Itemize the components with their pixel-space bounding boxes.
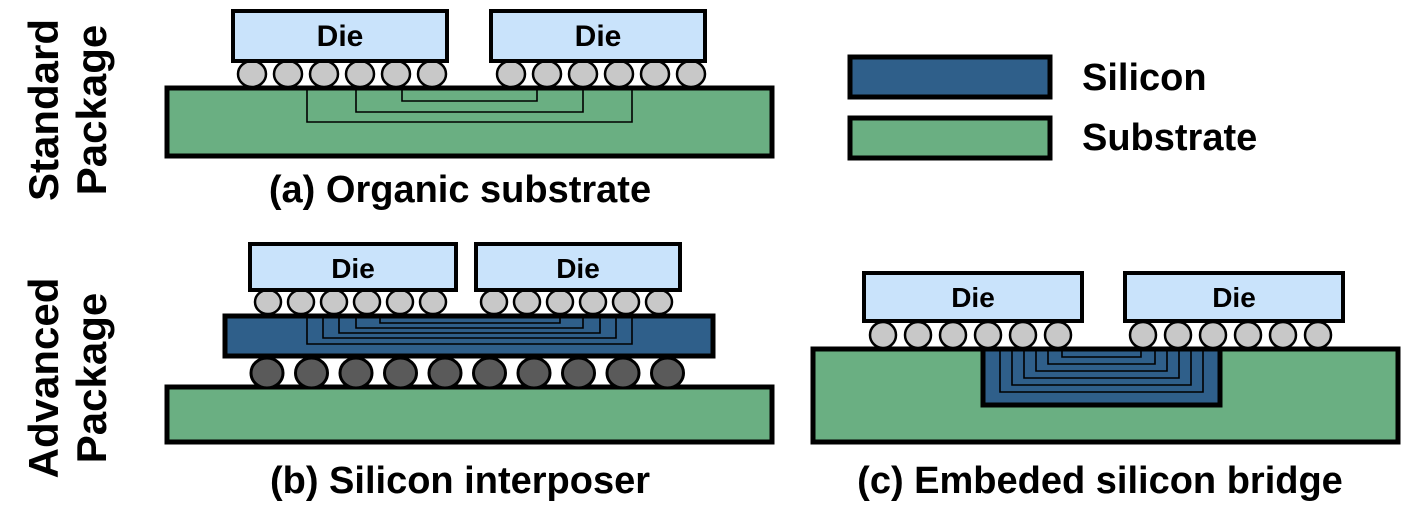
die-a-left-label: Die <box>317 20 364 53</box>
substrate-b <box>164 384 775 445</box>
c4-bump <box>561 356 596 390</box>
legend-silicon-swatch <box>847 54 1053 100</box>
caption-c: (c) Embeded silicon bridge <box>857 460 1343 502</box>
microbumps-a <box>236 59 707 89</box>
microbump <box>479 288 509 316</box>
row-label-standard-line1: Standard <box>20 19 67 201</box>
diagram-silicon-interposer: Die Die (b) Silicon interposer <box>164 242 775 502</box>
wire-b-5 <box>379 316 561 324</box>
die-b-left-label: Die <box>331 253 375 284</box>
wire-c-1 <box>999 349 1204 393</box>
wire-b-1 <box>306 316 633 345</box>
microbump <box>253 288 283 316</box>
microbump <box>352 288 382 316</box>
microbump <box>416 59 448 89</box>
substrate-a <box>164 85 775 159</box>
microbump <box>545 288 575 316</box>
die-b-right <box>474 242 682 292</box>
die-c-right-label: Die <box>1212 282 1256 313</box>
microbump <box>385 288 415 316</box>
microbump <box>603 59 635 89</box>
microbump <box>1198 320 1228 350</box>
microbump <box>1008 320 1038 350</box>
row-label-advanced-line2: Package <box>68 293 115 463</box>
microbump <box>567 59 599 89</box>
microbump <box>639 59 671 89</box>
die-c-left-label: Die <box>951 282 995 313</box>
die-c-right <box>1123 271 1345 323</box>
wire-a-inner <box>401 88 538 102</box>
microbump <box>973 320 1003 350</box>
wire-c-2 <box>1011 349 1192 386</box>
diagram-embedded-silicon-bridge: Die Die (c) Embeded silicon bridge <box>810 271 1401 502</box>
microbump <box>286 288 316 316</box>
legend-substrate-swatch <box>847 115 1053 161</box>
die-c-left <box>862 271 1084 323</box>
c4-bump <box>472 356 507 390</box>
row-label-advanced: Advanced Package <box>20 278 115 479</box>
microbump <box>903 320 933 350</box>
wire-c-4 <box>1035 349 1168 372</box>
microbumps-c <box>868 320 1333 350</box>
microbump <box>319 288 349 316</box>
die-b-left <box>248 242 458 292</box>
c4-bump <box>294 356 329 390</box>
microbump <box>308 59 340 89</box>
die-b-right-label: Die <box>556 253 600 284</box>
diagram-organic-substrate: Die Die (a) Organic substrate <box>164 9 775 211</box>
wire-a-outer <box>306 88 633 123</box>
microbump <box>495 59 527 89</box>
wire-a-mid <box>355 88 584 113</box>
c4-bump <box>650 356 685 390</box>
legend-substrate-label: Substrate <box>1082 117 1257 159</box>
microbump <box>236 59 268 89</box>
c4-bump <box>383 356 418 390</box>
microbump <box>675 59 707 89</box>
legend: Silicon Substrate <box>847 54 1257 161</box>
microbump <box>644 288 674 316</box>
microbump <box>868 320 898 350</box>
c4-bump <box>249 356 285 390</box>
microbump <box>1163 320 1193 350</box>
microbump <box>272 59 304 89</box>
microbump <box>1043 320 1073 350</box>
microbump <box>531 59 563 89</box>
microbump <box>380 59 412 89</box>
c4-bumps-b <box>249 356 685 390</box>
caption-a: (a) Organic substrate <box>269 169 651 211</box>
microbumps-b <box>253 288 674 316</box>
microbump <box>938 320 968 350</box>
die-a-left <box>231 9 449 63</box>
interposer-b <box>222 313 716 359</box>
microbump <box>578 288 608 316</box>
microbump <box>1233 320 1263 350</box>
c4-bump <box>516 356 552 390</box>
caption-b: (b) Silicon interposer <box>270 460 650 502</box>
row-label-standard-line2: Package <box>68 25 115 195</box>
wire-c-5 <box>1047 349 1156 365</box>
row-label-advanced-line1: Advanced <box>20 278 67 479</box>
row-label-standard: Standard Package <box>20 19 115 201</box>
c4-bump <box>338 356 374 390</box>
legend-silicon-label: Silicon <box>1082 57 1207 99</box>
c4-bump <box>427 356 463 390</box>
wire-b-3 <box>338 316 601 334</box>
wire-b-4 <box>355 316 584 329</box>
microbump <box>418 288 448 316</box>
die-a-right-label: Die <box>575 20 622 53</box>
microbump <box>611 288 641 316</box>
wire-c-6 <box>1061 349 1142 358</box>
microbump <box>512 288 542 316</box>
microbump <box>344 59 376 89</box>
wire-b-2 <box>322 316 617 339</box>
microbump <box>1268 320 1298 350</box>
microbump <box>1128 320 1158 350</box>
c4-bump <box>605 356 641 390</box>
microbump <box>1303 320 1333 350</box>
wire-c-3 <box>1023 349 1180 379</box>
bridge-c <box>980 346 1223 408</box>
die-a-right <box>489 9 707 63</box>
